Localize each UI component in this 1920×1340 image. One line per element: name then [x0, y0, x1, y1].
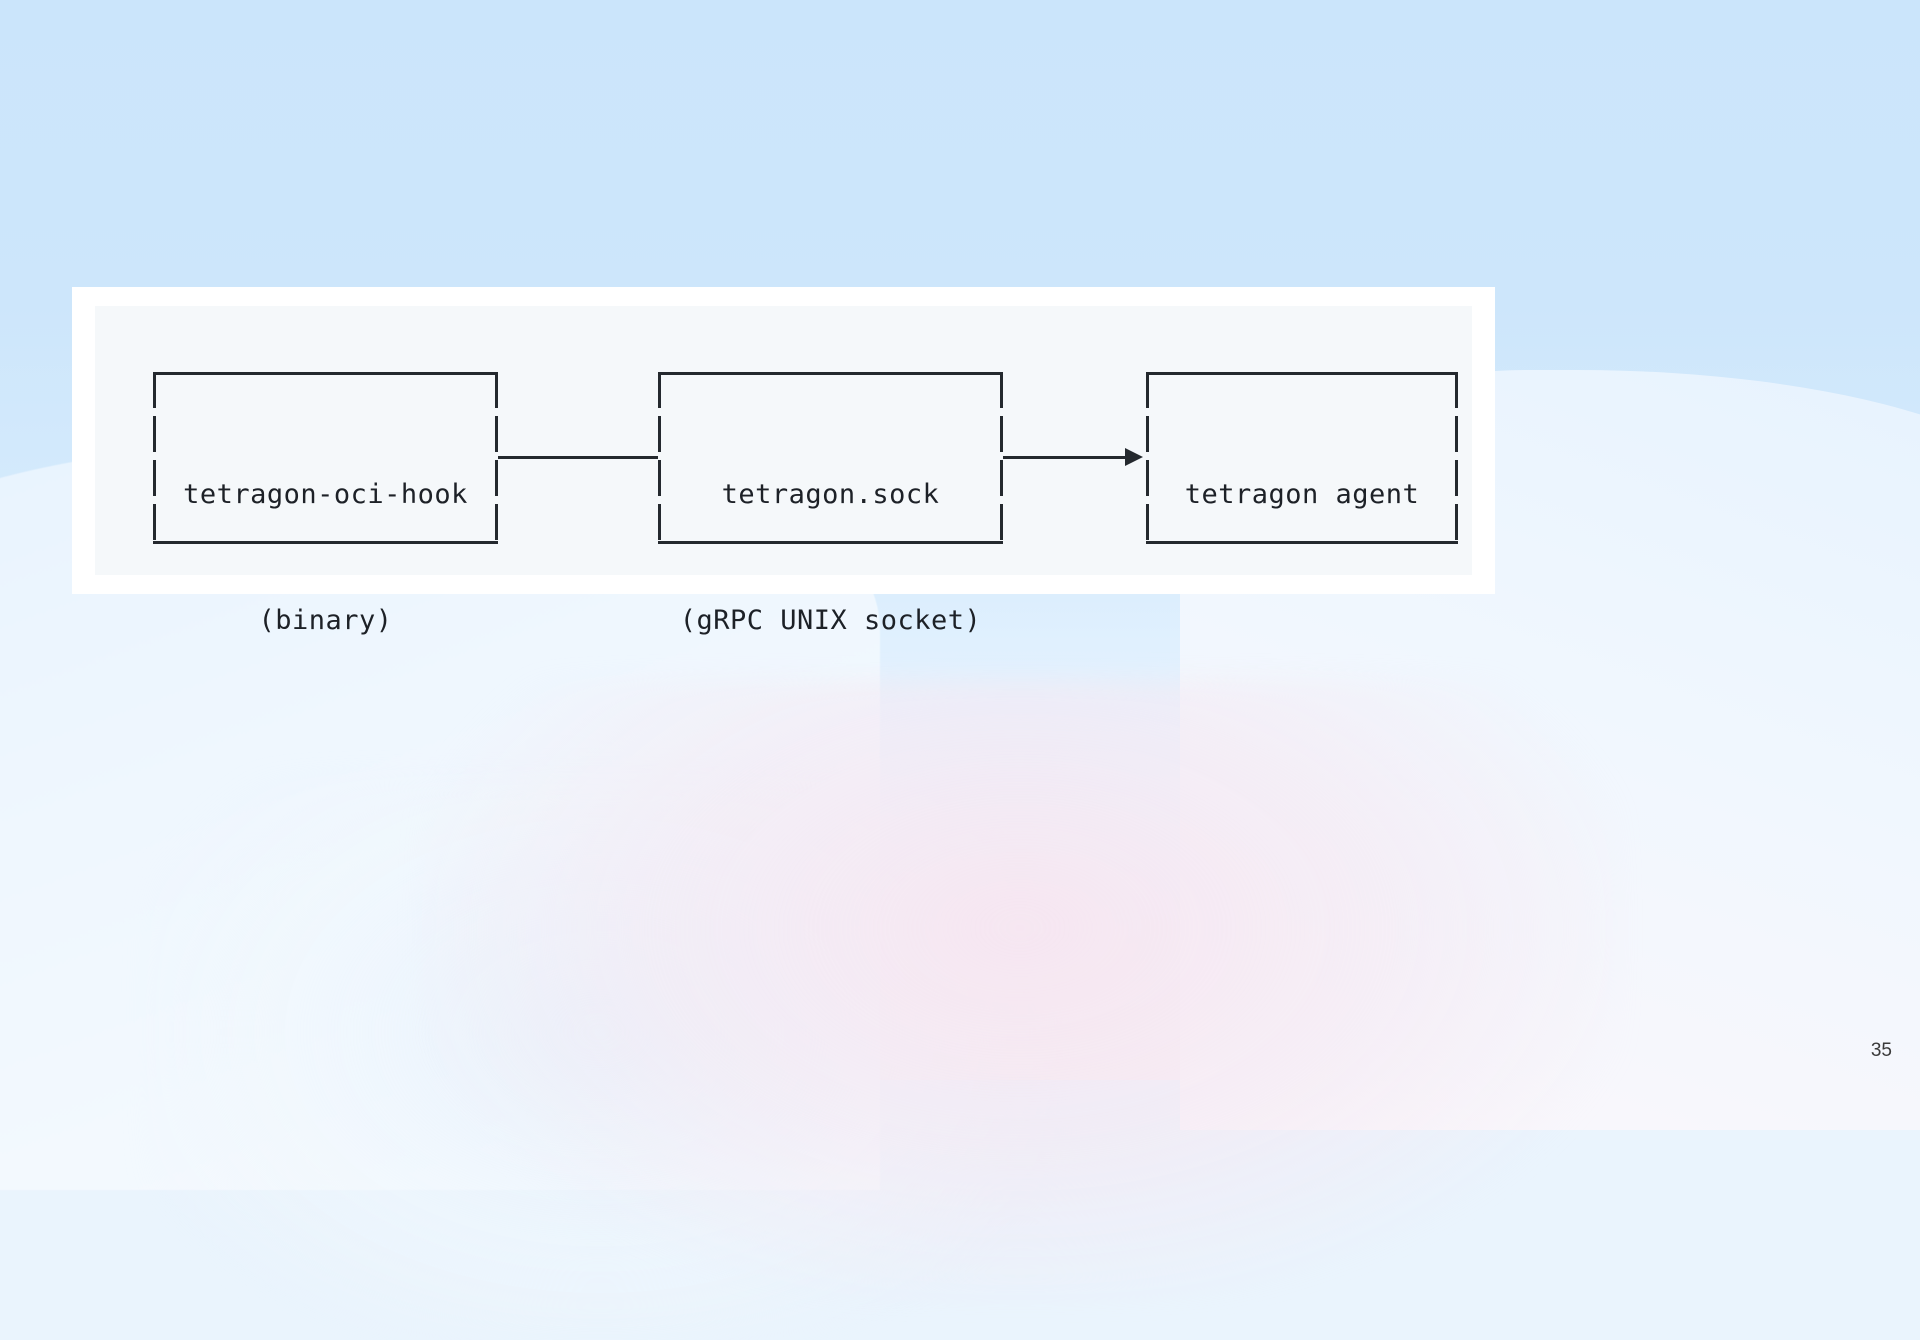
diagram-box-tetragon-sock[interactable]: tetragon.sock (gRPC UNIX socket) — [658, 372, 1003, 636]
box-label: tetragon-oci-hook (binary) — [153, 390, 498, 726]
box-border-bottom — [658, 541, 1003, 544]
box-border-right — [1455, 372, 1458, 544]
box-border-left — [1146, 372, 1149, 544]
box-border-left — [153, 372, 156, 544]
arrow-head-icon — [1125, 448, 1143, 466]
box-border-right — [495, 372, 498, 544]
box-label-line-1: tetragon.sock — [721, 479, 940, 510]
box-border-top — [1146, 372, 1458, 375]
box-label-line-1: tetragon agent — [1184, 479, 1420, 510]
box-label: tetragon agent — [1146, 390, 1458, 684]
architecture-diagram: tetragon-oci-hook (binary) tetragon.sock… — [95, 306, 1472, 636]
box-border-top — [658, 372, 1003, 375]
box-label-line-2: (binary) — [258, 605, 393, 636]
box-border-right — [1000, 372, 1003, 544]
box-border-bottom — [153, 541, 498, 544]
content-card: tetragon-oci-hook (binary) tetragon.sock… — [72, 287, 1495, 636]
diagram-box-tetragon-oci-hook[interactable]: tetragon-oci-hook (binary) — [153, 372, 498, 636]
diagram-box-tetragon-agent[interactable]: tetragon agent — [1146, 372, 1458, 544]
box-label: tetragon.sock (gRPC UNIX socket) — [658, 390, 1003, 726]
connector-hook-to-sock — [498, 456, 658, 459]
box-label-line-2: (gRPC UNIX socket) — [679, 605, 982, 636]
box-border-left — [658, 372, 661, 544]
box-border-top — [153, 372, 498, 375]
page-number: 35 — [1870, 1040, 1892, 1061]
box-label-line-1: tetragon-oci-hook — [183, 479, 468, 510]
box-border-bottom — [1146, 541, 1458, 544]
background-glow-pink — [420, 680, 1620, 1300]
diagram-panel: tetragon-oci-hook (binary) tetragon.sock… — [95, 306, 1472, 636]
connector-sock-to-agent — [1003, 456, 1131, 459]
